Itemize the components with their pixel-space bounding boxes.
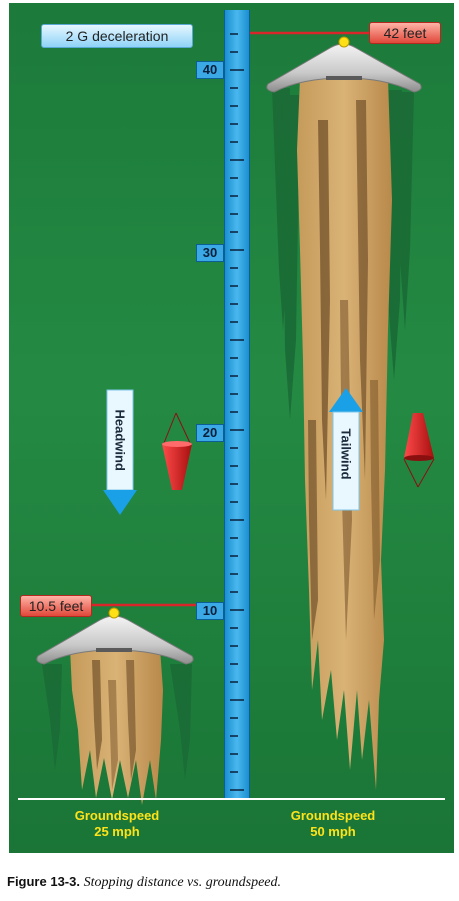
tailwind-arrow-icon — [329, 388, 363, 511]
grass-trails-left — [42, 664, 192, 780]
distance-label-short: 10.5 feet — [20, 595, 92, 617]
headwind-arrow-icon — [103, 389, 137, 515]
distance-label-long: 42 feet — [369, 22, 441, 44]
windsock-headwind-icon — [162, 412, 192, 490]
ground-line — [18, 798, 445, 800]
tailwind-label: Tailwind — [338, 428, 354, 480]
figure-number: Figure 13-3. — [7, 874, 80, 889]
figure-caption: Figure 13-3. Stopping distance vs. groun… — [7, 874, 452, 891]
groundspeed-right-title: Groundspeed — [290, 808, 376, 823]
aircraft-long — [266, 36, 422, 93]
headwind-label: Headwind — [112, 409, 128, 471]
groundspeed-left-value: 25 mph — [94, 824, 140, 839]
deceleration-label: 2 G deceleration — [41, 24, 193, 48]
ruler-mark-20: 20 — [196, 424, 224, 442]
distance-arrow-long — [234, 27, 370, 39]
groundspeed-right-value: 50 mph — [310, 824, 356, 839]
figure-caption-text: Stopping distance vs. groundspeed. — [83, 875, 281, 890]
groundspeed-left: Groundspeed 25 mph — [52, 808, 182, 840]
groundspeed-right: Groundspeed 50 mph — [268, 808, 398, 840]
distance-ruler — [224, 10, 250, 800]
ruler-mark-30: 30 — [196, 244, 224, 262]
ruler-mark-10: 10 — [196, 602, 224, 620]
aircraft-short — [36, 607, 194, 665]
groundspeed-left-title: Groundspeed — [74, 808, 160, 823]
windsock-tailwind-icon — [403, 413, 435, 488]
ruler-mark-40: 40 — [196, 61, 224, 79]
skid-mark-short — [70, 648, 163, 805]
